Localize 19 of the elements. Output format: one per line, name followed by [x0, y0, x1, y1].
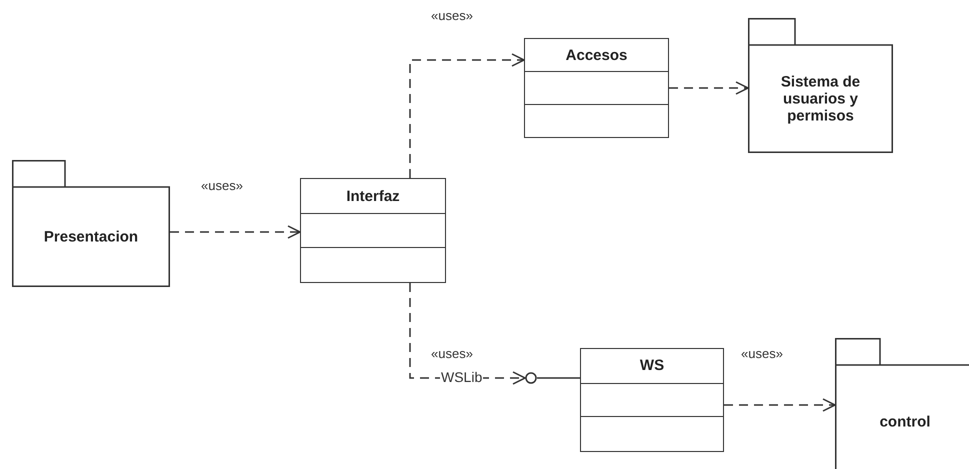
package-box — [835, 338, 969, 469]
connector-line — [537, 377, 580, 379]
package-name: control — [878, 413, 932, 430]
dependency-arrow — [409, 53, 525, 178]
dependency-arrow — [170, 225, 301, 239]
class-name: Interfaz — [346, 188, 400, 204]
class-name: WS — [640, 357, 664, 374]
class-box — [580, 348, 724, 452]
interface-circle — [525, 372, 537, 384]
class-box — [300, 178, 446, 283]
interface-name: WSLib — [440, 369, 484, 385]
dependency-arrow — [724, 398, 836, 412]
class-name: Accesos — [566, 46, 628, 64]
dependency-arrow — [669, 81, 749, 95]
package-name: Sistema de usuarios y permisos — [780, 74, 862, 124]
package-name: Presentacion — [42, 228, 140, 246]
class-box — [524, 38, 669, 138]
package-box — [748, 18, 893, 153]
package-box — [12, 160, 170, 287]
